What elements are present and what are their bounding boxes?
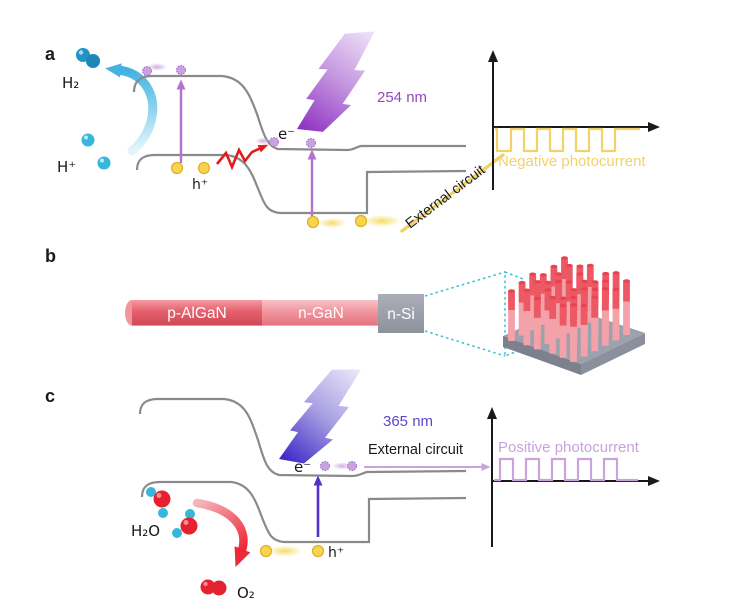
nanowire-array (503, 256, 645, 375)
negative-photocurrent-plot: Negative photocurrent (488, 50, 660, 190)
nanowire-rod-schematic: p-AlGaN n-GaN n-Si (125, 294, 424, 333)
panel-a-label: a (45, 44, 56, 64)
hole-label-a: h⁺ (192, 177, 208, 193)
rod-segment-p-algan (132, 300, 262, 326)
valence-band-c (140, 480, 467, 544)
conduction-band-c (138, 397, 467, 478)
h2o-molecules (146, 487, 198, 538)
n-gan-label: n-GaN (298, 305, 344, 322)
hole-dots-a (170, 161, 401, 229)
positive-photocurrent-plot: Positive photocurrent (487, 407, 660, 547)
panel-c: c H₂O O₂ h⁺ (45, 369, 660, 602)
positive-photocurrent-label: Positive photocurrent (498, 439, 640, 456)
conduction-band-a (132, 74, 466, 152)
h2-molecule (76, 48, 100, 68)
positive-current-wave (494, 457, 638, 482)
substrate-left-face (503, 336, 581, 375)
h-plus-label: H⁺ (57, 158, 76, 176)
panel-c-label: c (45, 386, 55, 406)
electron-label-a: e⁻ (278, 125, 295, 143)
panel-a: a H₂ H⁺ e⁻ (45, 31, 660, 233)
n-si-label: n-Si (387, 306, 415, 323)
h-plus-ions (81, 133, 111, 170)
hole-dots-c (259, 544, 325, 558)
h2o-label: H₂O (131, 522, 160, 540)
h2-label: H₂ (62, 74, 79, 92)
panel-b: b p-AlGaN n-GaN n-Si (45, 246, 645, 375)
o2-label: O₂ (237, 584, 255, 602)
external-circuit-line-a (400, 153, 505, 233)
external-circuit-label-a: External circuit (403, 162, 489, 232)
water-oxidation-arrow (192, 498, 251, 567)
external-circuit-label-c: External circuit (368, 442, 463, 458)
recombination-zigzag-arrow (215, 144, 269, 171)
rod-segment-n-si (378, 294, 424, 333)
electron-dots-c (320, 461, 357, 471)
electron-dots-a (142, 63, 316, 148)
wavelength-254-label: 254 nm (377, 89, 427, 106)
nanowires (508, 256, 630, 362)
p-algan-label: p-AlGaN (167, 305, 226, 322)
o2-molecule (200, 579, 227, 596)
wavelength-365-label: 365 nm (383, 413, 433, 430)
uv-bolt-254-icon (297, 31, 375, 132)
substrate-right-face (581, 333, 645, 375)
hole-label-c: h⁺ (328, 545, 344, 561)
negative-current-wave (495, 127, 640, 153)
negative-photocurrent-label: Negative photocurrent (498, 153, 646, 170)
uv-bolt-365-icon (279, 369, 362, 464)
valence-band-a (135, 153, 467, 215)
panel-b-label: b (45, 246, 56, 266)
rod-segment-n-gan (262, 300, 380, 326)
